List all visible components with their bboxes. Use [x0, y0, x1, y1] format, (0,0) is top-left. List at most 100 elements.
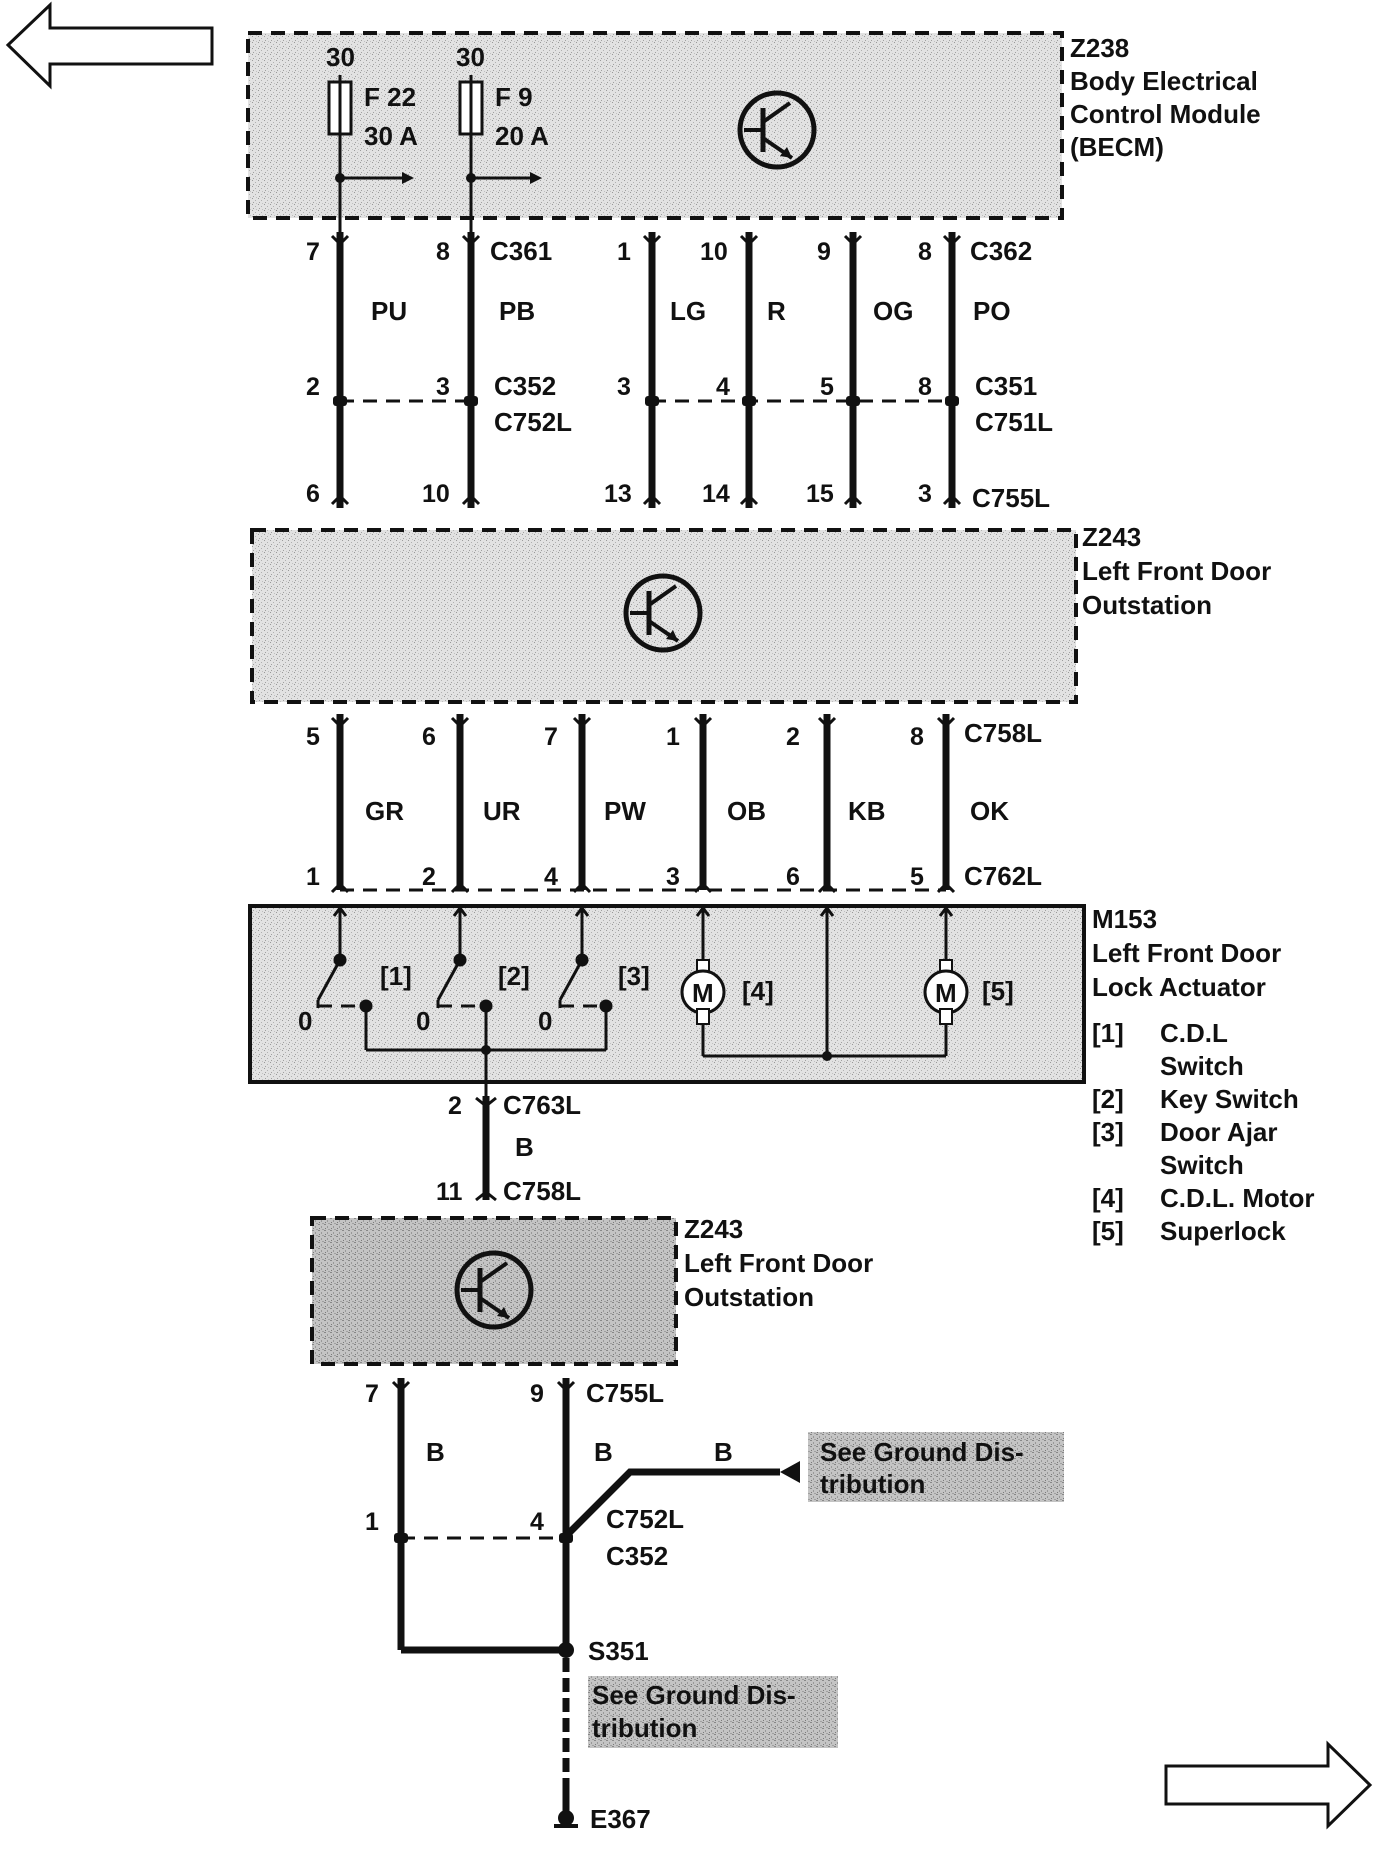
wire-color-label: PB: [499, 296, 535, 326]
transistor-icon: [623, 573, 703, 653]
legend-text: C.D.L: [1160, 1018, 1228, 1048]
motor-superlock-icon: M: [923, 959, 969, 1025]
c352-label: C352: [494, 371, 556, 401]
splice-dot-icon: [558, 1642, 574, 1658]
c752l-pin: 1: [365, 1508, 379, 1536]
c752l-pin: 4: [530, 1508, 544, 1536]
switch-key-icon: [436, 953, 493, 1013]
motor-tag: [4]: [742, 976, 774, 1006]
becm-name-line-1: Body Electrical: [1070, 66, 1258, 96]
becm-module: 30 F 22 30 A 30 F 9 20 A: [246, 31, 1261, 220]
switch-zero: 0: [416, 1006, 430, 1036]
c755l-pin: 10: [422, 480, 450, 508]
c762l-pin: 3: [666, 863, 680, 891]
ground-ref-text: See Ground Dis-: [592, 1680, 796, 1710]
c758l-label: C758L: [503, 1176, 581, 1206]
transistor-icon: [737, 90, 817, 170]
fuse-f22-supply: 30: [326, 42, 355, 72]
c361-pin: 7: [306, 238, 320, 266]
c362-pin: 8: [918, 238, 932, 266]
c352-label: C352: [606, 1541, 668, 1571]
ground-ref-arrow-icon: [780, 1461, 800, 1483]
ground-wire-harness: 2 C763L B 11 C758L: [436, 1082, 581, 1206]
wire-color-label: R: [767, 296, 786, 326]
wire-color-label: B: [515, 1132, 534, 1162]
ground-ref-text: See Ground Dis-: [820, 1437, 1024, 1467]
ground-ref-text: tribution: [592, 1713, 697, 1743]
arrow-left-icon[interactable]: [5, 1, 214, 90]
wire-color-label: GR: [365, 796, 404, 826]
outstation-upper: Z243 Left Front Door Outstation: [250, 522, 1271, 704]
ground-ref-box: See Ground Dis- tribution: [808, 1432, 1064, 1502]
actuator-name-2: Lock Actuator: [1092, 972, 1266, 1002]
legend-tag: [4]: [1092, 1183, 1124, 1213]
outstation-lower-name-1: Left Front Door: [684, 1248, 873, 1278]
ground-label: E367: [590, 1804, 651, 1834]
wire-color-label: LG: [670, 296, 706, 326]
motor-letter: M: [935, 978, 957, 1008]
fuse-f9: 30 F 9 20 A: [456, 42, 549, 151]
wire-color-label: PO: [973, 296, 1011, 326]
wire-color-label: OB: [727, 796, 766, 826]
c758l-pin: 11: [436, 1178, 463, 1206]
c755l-pin: 13: [604, 480, 632, 508]
arrow-right-icon[interactable]: [1164, 1740, 1373, 1830]
switch-zero: 0: [538, 1006, 552, 1036]
becm-name-line-2: Control Module: [1070, 99, 1261, 129]
c762l-pin: 5: [910, 863, 924, 891]
c762l-pin: 6: [786, 863, 800, 891]
switch-door-ajar-icon: [558, 953, 613, 1013]
c762l-pin: 1: [306, 863, 320, 891]
c763l-label: C763L: [503, 1090, 581, 1120]
c758l-pin: 5: [306, 723, 320, 751]
c751l-label: C751L: [975, 407, 1053, 437]
legend: [1] C.D.L Switch [2] Key Switch [3] Door…: [1092, 1018, 1315, 1246]
legend-text: Switch: [1160, 1150, 1244, 1180]
wire-color-label: B: [426, 1437, 445, 1467]
switch-tag: [3]: [618, 961, 650, 991]
legend-tag: [3]: [1092, 1117, 1124, 1147]
legend-text: Switch: [1160, 1051, 1244, 1081]
wire-color-label: OK: [970, 796, 1009, 826]
c755l-pin: 9: [530, 1380, 544, 1408]
c758l-pin: 8: [910, 723, 924, 751]
ground-ref-text: tribution: [820, 1469, 925, 1499]
fuse-f22: 30 F 22 30 A: [326, 42, 418, 151]
c362-pin: 10: [700, 238, 728, 266]
bottom-wire-harness: 7 9 C755L B B B 1 4 C752L C352 See Groun…: [365, 1378, 1064, 1834]
fuse-f22-name: F 22: [364, 82, 416, 112]
fuse-f9-supply: 30: [456, 42, 485, 72]
c351-pin: 4: [716, 373, 730, 401]
c362-label: C362: [970, 236, 1032, 266]
lock-actuator: [1] [2] [3] 0 0 0 M M [4] [5] M153 Left …: [248, 904, 1315, 1246]
c362-pin: 1: [617, 238, 631, 266]
fuse-f9-rating: 20 A: [495, 121, 549, 151]
legend-tag: [1]: [1092, 1018, 1124, 1048]
legend-tag: [5]: [1092, 1216, 1124, 1246]
splice-label: S351: [588, 1636, 649, 1666]
wire-color-label: OG: [873, 296, 913, 326]
c762l-pin: 2: [422, 863, 436, 891]
fuse-f9-name: F 9: [495, 82, 533, 112]
c352-pin: 2: [306, 373, 320, 401]
wire-color-label: UR: [483, 796, 521, 826]
c755l-label: C755L: [586, 1378, 664, 1408]
c758l-pin: 6: [422, 723, 436, 751]
c351-pin: 8: [918, 373, 932, 401]
ground-icon: [554, 1810, 578, 1828]
wire-color-label: B: [714, 1437, 733, 1467]
outstation-upper-name-1: Left Front Door: [1082, 556, 1271, 586]
outstation-upper-name-2: Outstation: [1082, 590, 1212, 620]
middle-wire-harness: 5 6 7 1 2 8 C758L GR UR PW OB KB OK 1 2 …: [306, 714, 1042, 894]
c352-pin: 3: [436, 373, 450, 401]
transistor-icon: [454, 1250, 534, 1330]
c752l-label: C752L: [606, 1504, 684, 1534]
arrow-right-small-icon: [530, 172, 542, 184]
arrow-right-small-icon: [402, 172, 414, 184]
c758l-pin: 1: [666, 723, 680, 751]
c755l-pin: 6: [306, 480, 320, 508]
c362-pin: 9: [817, 238, 831, 266]
outstation-upper-id: Z243: [1082, 522, 1141, 552]
switch-cdl-icon: [316, 953, 373, 1013]
